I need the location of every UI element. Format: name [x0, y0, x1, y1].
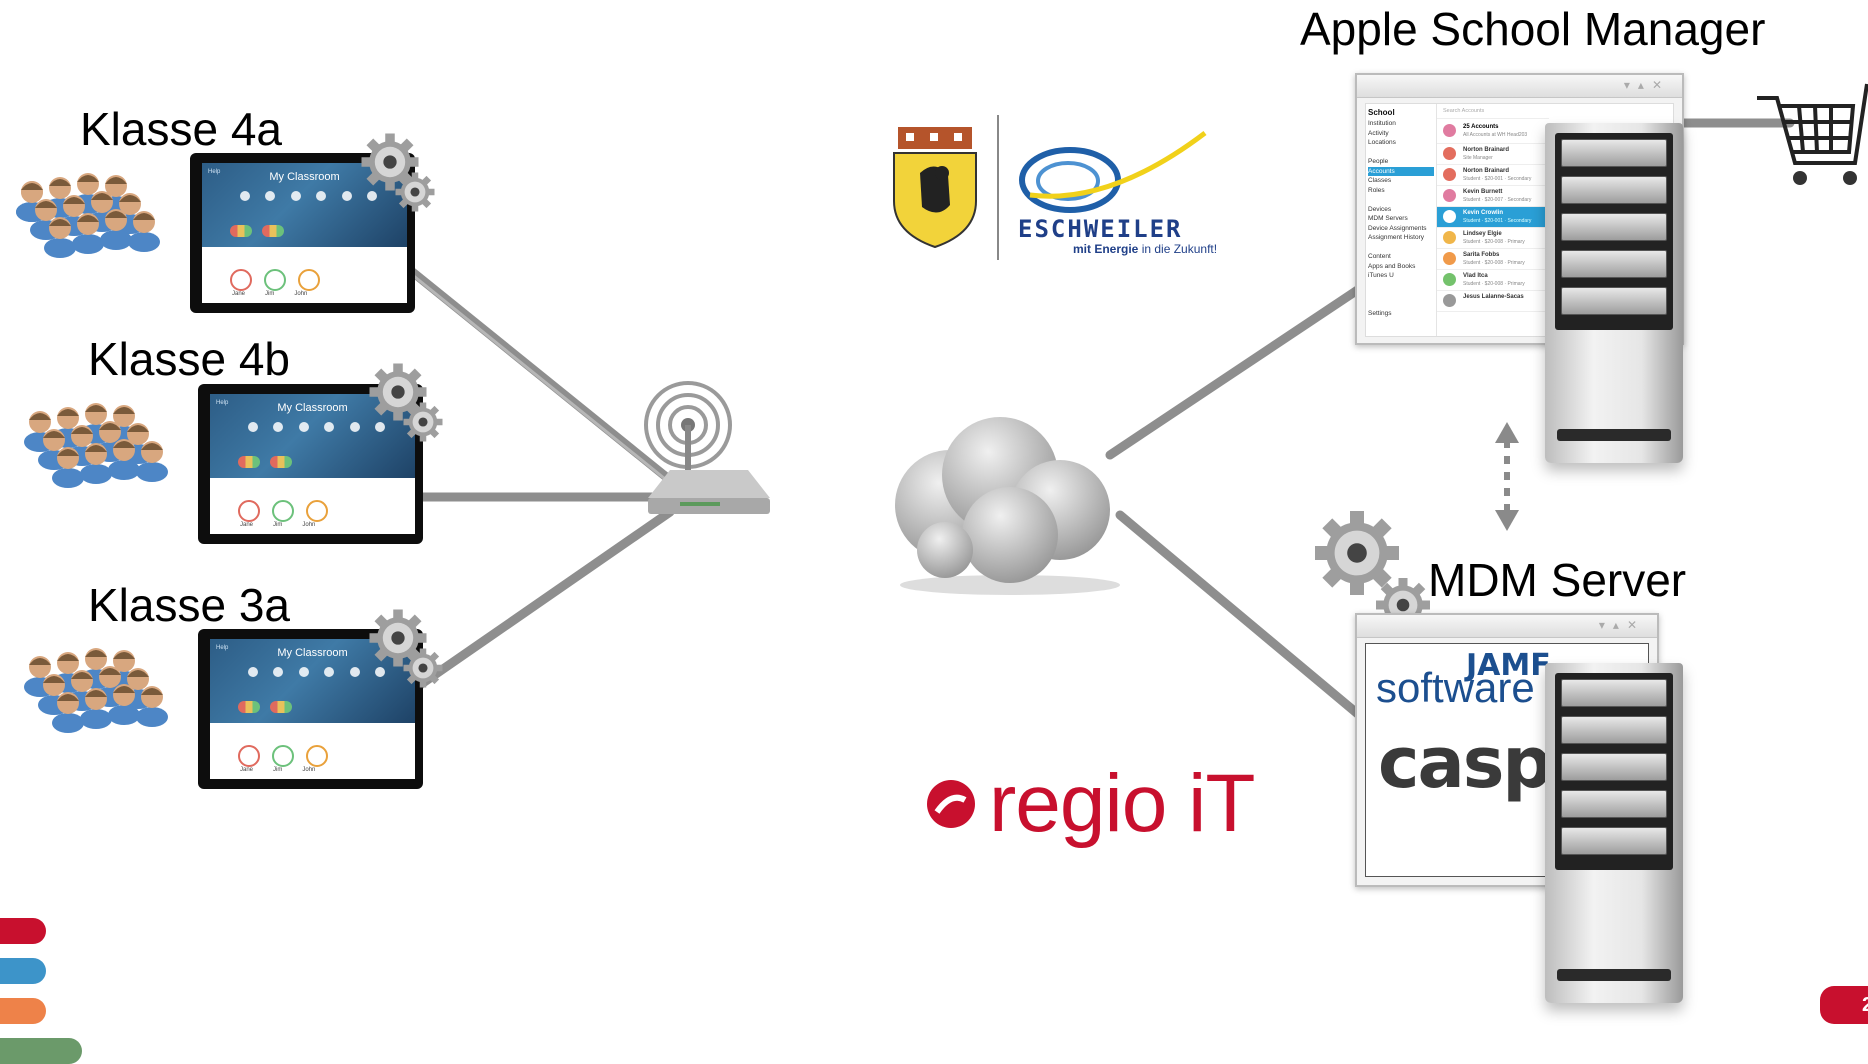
- students-group-4a-icon: [16, 173, 160, 258]
- asm-accounts-count: 25 Accounts: [1463, 124, 1499, 130]
- decor-bar-blue: [0, 958, 46, 984]
- label-klasse-4a: Klasse 4a: [80, 103, 283, 155]
- page-number: 2: [1862, 994, 1868, 1016]
- asm-account-list: Search Accounts 25 Accounts All Accounts…: [1436, 104, 1549, 336]
- label-apple-school-manager: Apple School Manager: [1300, 3, 1766, 55]
- ipad-student-avatars: [230, 269, 320, 291]
- ipad-title: My Classroom: [277, 402, 348, 414]
- regio-it-logo: regio iT: [925, 758, 1255, 849]
- gear-icon: [361, 133, 435, 212]
- eschweiler-slogan: mit Energie in die Zukunft!: [1073, 242, 1218, 256]
- ipad-back-link: Help: [216, 645, 229, 651]
- label-klasse-4b: Klasse 4b: [88, 333, 291, 385]
- ipad-back-link: Help: [208, 169, 221, 175]
- sync-arrow-up: [1495, 422, 1519, 443]
- ipad-student-avatars: [238, 745, 328, 767]
- jamf-software-text: software: [1376, 664, 1535, 711]
- decor-bar-red: [0, 918, 46, 944]
- shopping-cart-icon: [1757, 83, 1868, 185]
- ipad-back-link: Help: [216, 400, 229, 406]
- eschweiler-name: ESCHWEILER: [1018, 215, 1183, 243]
- eschweiler-coat-of-arms-icon: [893, 127, 977, 249]
- page-number-badge: 2: [1820, 986, 1868, 1024]
- link-4a-router: [405, 265, 675, 485]
- gear-icon: [369, 609, 443, 688]
- sync-arrow-down: [1495, 510, 1519, 531]
- regio-it-name: regio iT: [989, 758, 1255, 849]
- students-group-4b-icon: [24, 403, 168, 488]
- link-3a-router: [415, 507, 675, 690]
- cloud-icon: [895, 417, 1120, 595]
- asm-accounts-sub: All Accounts at WH Head203: [1463, 132, 1528, 138]
- link-cloud-mdm: [1115, 510, 1370, 725]
- jamf-wordmark: JAMF: [1466, 648, 1551, 683]
- ipad-groups: [238, 701, 292, 713]
- students-group-3a-icon: [24, 648, 168, 733]
- label-klasse-3a: Klasse 3a: [88, 579, 291, 631]
- regio-swirl-icon: [927, 780, 975, 828]
- wifi-router-icon: [644, 381, 770, 514]
- ipad-student-avatars: [238, 500, 328, 522]
- decor-bar-orange: [0, 998, 46, 1024]
- ipad-title: My Classroom: [277, 647, 348, 659]
- decor-bar-green: [0, 1038, 82, 1064]
- asm-search-input[interactable]: Search Accounts: [1437, 104, 1549, 119]
- asm-app-name: School: [1368, 108, 1395, 117]
- link-cloud-asm: [1105, 280, 1370, 460]
- ipad-groups: [238, 456, 292, 468]
- ipad-toolbar-icons: [248, 422, 385, 432]
- ipad-toolbar-icons: [248, 667, 385, 677]
- gear-icon: [369, 363, 443, 442]
- ipad-title: My Classroom: [269, 171, 340, 183]
- eschweiler-divider: [997, 115, 999, 260]
- ipad-toolbar-icons: [240, 191, 377, 201]
- eschweiler-swoosh-icon: [1019, 131, 1207, 213]
- label-mdm-server: MDM Server: [1428, 554, 1687, 606]
- list-item[interactable]: Jesus Lalanne-Sacas: [1437, 291, 1549, 312]
- server-tower-mdm: [1545, 663, 1683, 1003]
- ipad-groups: [230, 225, 284, 237]
- server-tower-asm: [1545, 123, 1683, 463]
